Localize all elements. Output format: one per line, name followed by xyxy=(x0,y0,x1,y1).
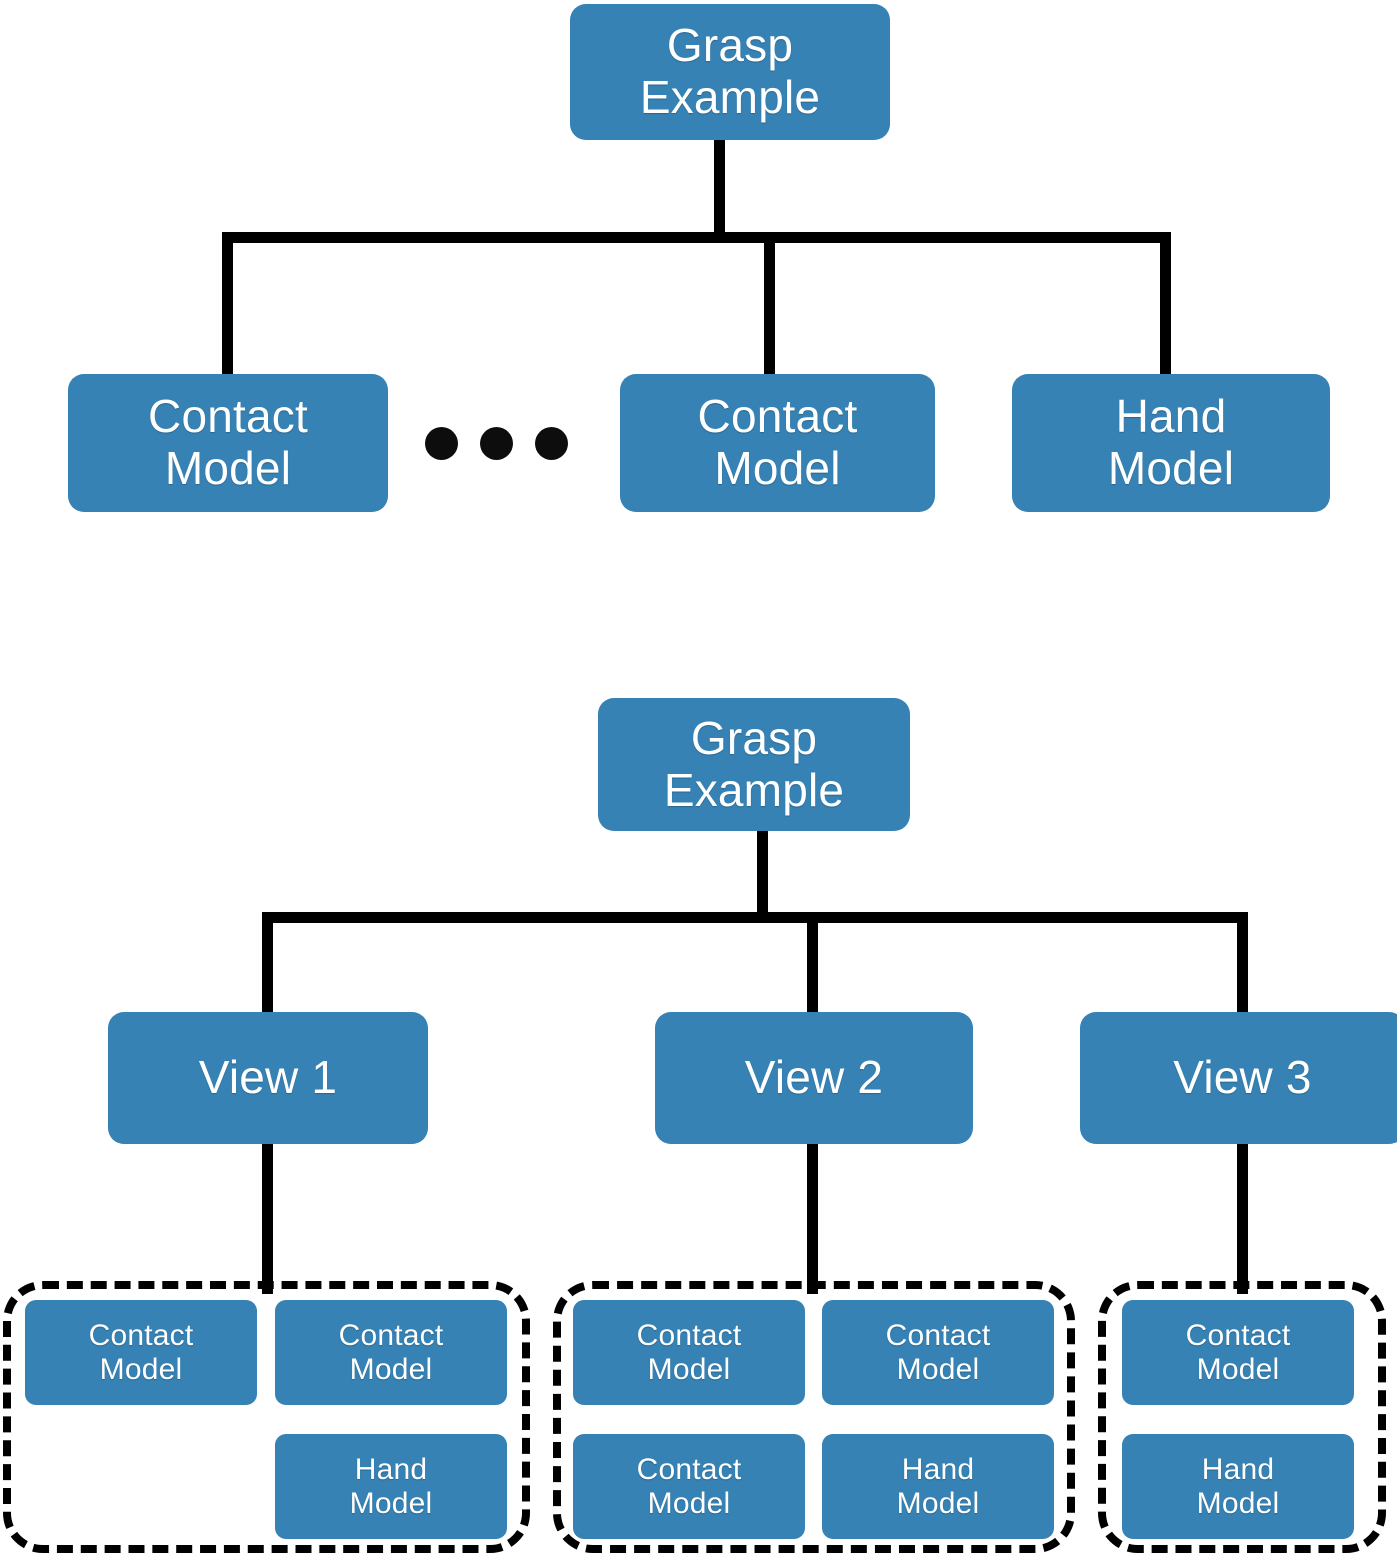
ellipsis-dot-2 xyxy=(480,427,513,460)
top-branch-drop-1 xyxy=(222,232,233,377)
bottom-root-stem xyxy=(757,831,768,923)
top-child-contact-model-1: Contact Model xyxy=(68,374,388,512)
top-root-grasp-example: Grasp Example xyxy=(570,4,890,140)
bottom-horizontal-connector xyxy=(262,912,1248,923)
view-1-node: View 1 xyxy=(108,1012,428,1144)
group-2-hand-model: Hand Model xyxy=(822,1434,1054,1539)
top-child-hand-model: Hand Model xyxy=(1012,374,1330,512)
bottom-branch-drop-view-1 xyxy=(262,912,273,1014)
view-2-model-group xyxy=(553,1281,1075,1553)
view-3-to-group-connector xyxy=(1237,1144,1248,1294)
ellipsis-dot-1 xyxy=(425,427,458,460)
group-2-contact-model-1: Contact Model xyxy=(573,1300,805,1405)
bottom-root-grasp-example: Grasp Example xyxy=(598,698,910,831)
group-2-contact-model-2: Contact Model xyxy=(822,1300,1054,1405)
group-1-hand-model: Hand Model xyxy=(275,1434,507,1539)
group-1-contact-model-1: Contact Model xyxy=(25,1300,257,1405)
group-3-hand-model: Hand Model xyxy=(1122,1434,1354,1539)
top-branch-drop-2 xyxy=(764,232,775,377)
group-1-contact-model-2: Contact Model xyxy=(275,1300,507,1405)
bottom-branch-drop-view-2 xyxy=(807,912,818,1014)
view-1-to-group-connector xyxy=(262,1144,273,1294)
ellipsis-dot-3 xyxy=(535,427,568,460)
top-root-stem xyxy=(714,140,725,240)
view-2-to-group-connector xyxy=(807,1144,818,1294)
group-3-contact-model: Contact Model xyxy=(1122,1300,1354,1405)
group-2-contact-model-3: Contact Model xyxy=(573,1434,805,1539)
top-child-contact-model-2: Contact Model xyxy=(620,374,935,512)
view-3-node: View 3 xyxy=(1080,1012,1397,1144)
bottom-branch-drop-view-3 xyxy=(1237,912,1248,1014)
view-2-node: View 2 xyxy=(655,1012,973,1144)
top-branch-drop-3 xyxy=(1160,232,1171,377)
top-horizontal-connector xyxy=(222,232,1171,243)
view-1-model-group xyxy=(3,1281,530,1553)
view-3-model-group xyxy=(1098,1281,1386,1553)
